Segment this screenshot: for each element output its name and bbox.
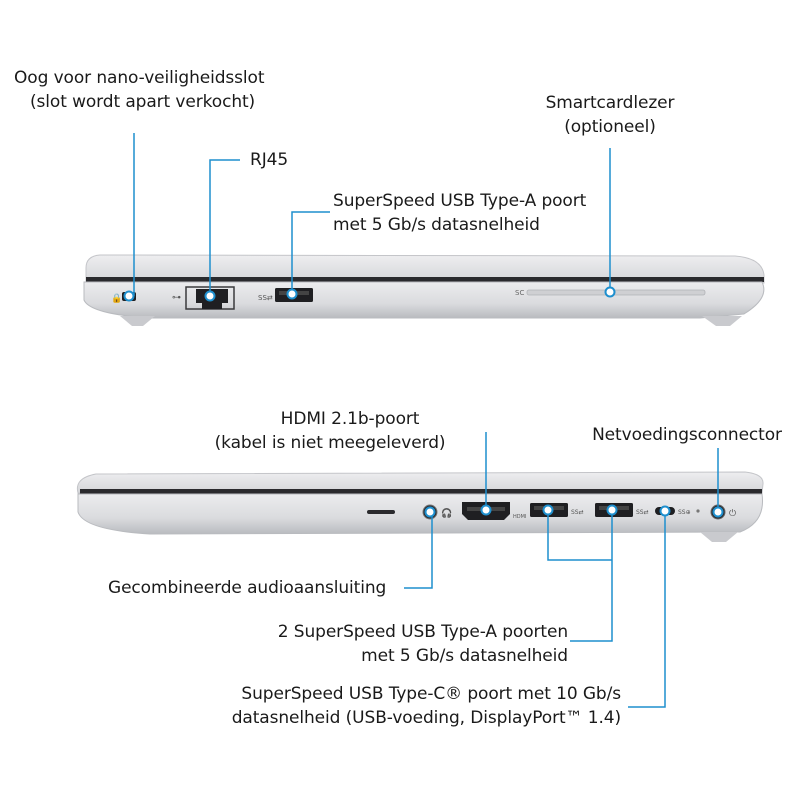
target-power [712,506,724,518]
target-usb-a-right-2 [606,504,618,516]
right-foot-right [700,532,738,542]
target-usb-a-right-1 [542,504,554,516]
usb-c-glyph-icon: SS⊕ [678,509,691,516]
headset-glyph-icon: 🎧 [441,507,452,519]
target-markers [123,286,724,518]
label-rj45: RJ45 [250,150,289,170]
target-audio [424,506,436,518]
usb-right2-glyph-icon: SS⇄ [636,509,649,516]
leader-audio [404,512,433,589]
vent-slot [367,510,395,514]
label-audio: Gecombineerde audioaansluiting [108,578,387,598]
target-smartcard [604,286,616,298]
leader-usb-a-left [291,211,330,294]
left-lid [85,254,765,284]
left-side-laptop: 🔒 ⊶ SS⇄ SC [83,254,765,326]
charge-led [696,509,700,513]
rj45-latch [202,303,222,309]
left-foot-right [702,316,742,326]
network-glyph-icon: ⊶ [172,293,181,303]
target-hdmi [480,504,492,516]
label-usb-a-right: 2 SuperSpeed USB Type-A poorten met 5 Gb… [277,622,568,666]
hdmi-mark: HDMI [513,514,526,520]
right-base [77,493,764,535]
leader-rj45 [209,159,240,296]
target-usb-c [659,505,671,517]
leader-usb-a-right [547,510,613,642]
label-power: Netvoedingsconnector [592,425,782,445]
right-side-laptop: 🎧 HDMI SS⇄ SS⇄ SS⊕ ⏻ [76,471,764,542]
label-usb-c: SuperSpeed USB Type-C® poort met 10 Gb/s… [231,684,621,728]
power-glyph-icon: ⏻ [729,508,736,519]
leader-lines [133,133,719,708]
target-rj45 [204,290,216,302]
target-lock [123,290,135,302]
left-foot-left [120,316,155,326]
smartcard-slot [526,289,706,296]
label-usb-a-left: SuperSpeed USB Type-A poort met 5 Gb/s d… [333,191,587,235]
label-hdmi: HDMI 2.1b-poort (kabel is niet meegeleve… [214,409,446,453]
lock-glyph-icon: 🔒 [111,293,122,304]
label-smartcard: Smartcardlezer (optioneel) [545,93,675,137]
usb-left-glyph-icon: SS⇄ [258,294,273,302]
right-lid [76,471,764,494]
target-usb-a-left [286,288,298,300]
label-lock-slot: Oog voor nano-veiligheidsslot (slot word… [14,68,265,112]
smartcard-mark: SC [515,289,524,297]
usb-right1-glyph-icon: SS⇄ [571,509,584,516]
left-seam [86,277,764,282]
leader-usb-c [628,511,666,708]
right-seam [80,489,762,494]
